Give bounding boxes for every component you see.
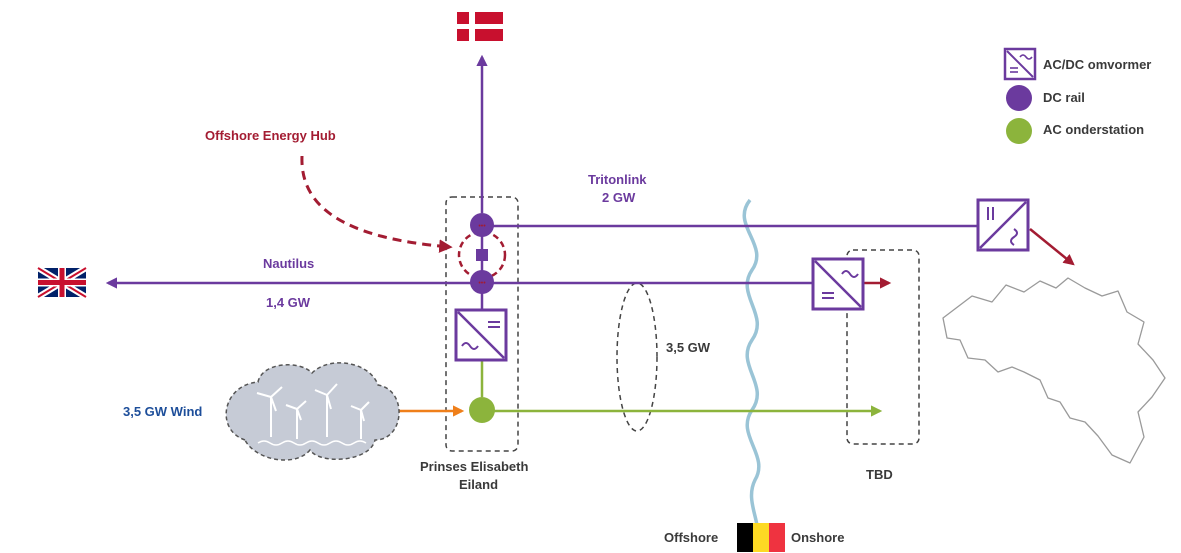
tritonlink-capacity: 2 GW <box>602 190 636 205</box>
hub-center-square <box>476 249 488 261</box>
offshore-label: Offshore <box>664 530 719 545</box>
legend-dc-rail-label: DC rail <box>1043 90 1085 105</box>
island-converter-icon <box>454 308 508 362</box>
tritonlink-converter-icon <box>976 198 1030 252</box>
dc-rail-legend-icon <box>1006 85 1032 111</box>
hub-pointer-arrow <box>300 155 453 253</box>
tbd-boundary <box>846 249 920 445</box>
wind-capacity-label: 3,5 GW Wind <box>123 404 203 419</box>
tritonlink-onshore-arrow <box>1029 228 1075 266</box>
ac-substation-legend-icon <box>1006 118 1032 144</box>
belgium-map-icon <box>942 277 1166 464</box>
svg-text:•••: ••• <box>478 280 486 287</box>
uk-flag-icon <box>36 265 88 300</box>
island-name-line1: Prinses Elisabeth <box>420 459 529 474</box>
nautilus-converter-icon <box>811 257 865 311</box>
belgium-flag-icon <box>737 523 785 552</box>
denmark-flag-icon <box>457 12 503 41</box>
ac-capacity-label: 3,5 GW <box>666 340 711 355</box>
converter-legend-icon <box>1003 47 1037 81</box>
island-name-line2: Eiland <box>459 477 499 492</box>
hub-label: Offshore Energy Hub <box>205 128 336 143</box>
nautilus-label: Nautilus <box>263 256 315 271</box>
nautilus-capacity: 1,4 GW <box>266 295 311 310</box>
ac-corridor-ellipse <box>616 282 658 432</box>
offshore-onshore-boundary <box>742 198 761 536</box>
legend-ac-substation-label: AC onderstation <box>1043 122 1145 137</box>
dc-rail-node: ••• <box>470 270 494 294</box>
dc-rail-node: ••• <box>470 213 494 237</box>
tbd-label: TBD <box>866 467 893 482</box>
svg-text:•••: ••• <box>478 223 486 230</box>
onshore-label: Onshore <box>791 530 845 545</box>
legend-converter-label: AC/DC omvormer <box>1043 57 1152 72</box>
ac-substation-node <box>469 397 495 423</box>
wind-turbine-icon <box>225 362 400 461</box>
tritonlink-label: Tritonlink <box>588 172 647 187</box>
